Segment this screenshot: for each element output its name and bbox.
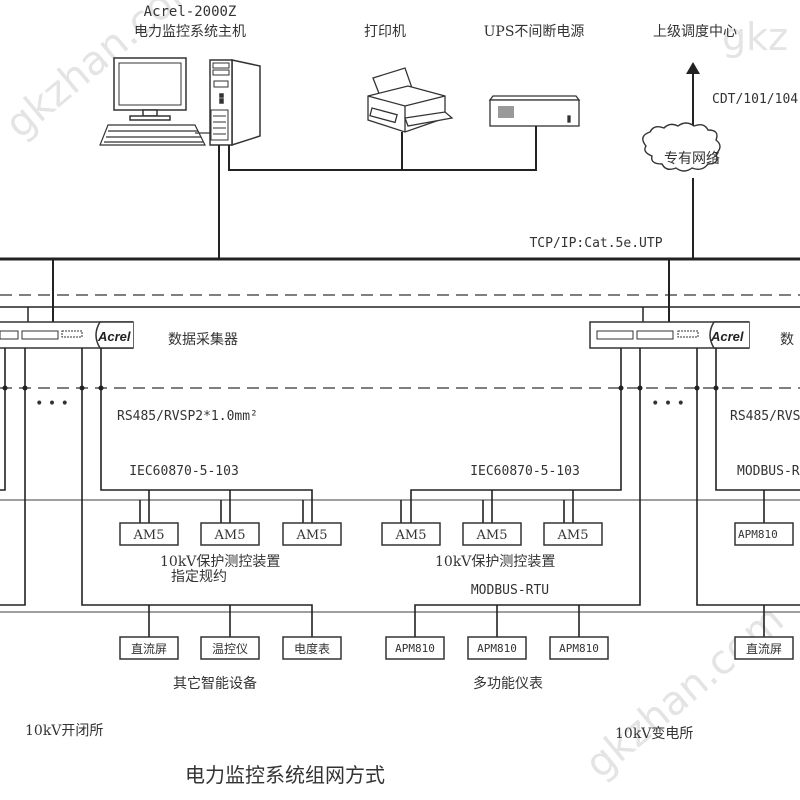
printer-icon [367,67,454,133]
site1-wiring [0,348,313,637]
site3-protocol: MODBUS-R [737,464,800,479]
device-label: 温控仪 [212,642,248,656]
site1-protection-protocol: IEC60870-5-103 [129,464,239,479]
ups-icon [488,95,581,127]
computer-tower-icon [209,59,261,147]
site2-protection-caption: 10kV保护测控装置 [435,554,555,570]
site2-meters-caption: 多功能仪表 [473,675,543,692]
site2-meters-protocol: MODBUS-RTU [471,583,549,598]
site1-other-caption: 其它智能设备 [173,675,257,692]
device-box[interactable] [549,636,609,660]
data-collector-left: Acrel [0,259,134,349]
device-label: AM5 [214,528,246,543]
device-label: AM5 [476,528,508,543]
site1-protection-caption2: 指定规约 [171,569,227,585]
device-box[interactable] [119,636,179,660]
collector-brand-right: Acrel [710,329,744,344]
dispatch-protocol: CDT/101/104 [712,92,798,107]
site2-protection-protocol: IEC60870-5-103 [470,464,580,479]
bus-label-left: RS485/RVSP2*1.0mm² [117,409,258,424]
device-label: 直流屏 [131,642,167,656]
dispatch-label: 上级调度中心 [653,24,737,40]
host-label: 电力监控系统主机 [134,24,246,40]
watermark-bottom: gkzhan.com [577,596,793,787]
device-label: AM5 [296,528,328,543]
data-collector-right: Acrel [589,259,750,349]
device-label: AM5 [133,528,165,543]
collector-brand-left: Acrel [97,329,131,344]
site3-device-top-label: APM810 [738,528,778,541]
device-box[interactable] [200,636,260,660]
site2-meter-row: APM810 APM810 APM810 [385,636,609,660]
device-box[interactable] [282,636,342,660]
device-box[interactable] [462,522,522,546]
site1-other-row: 直流屏 温控仪 电度表 [119,636,342,660]
device-box[interactable] [282,522,342,546]
site1-name: 10kV开闭所 [25,723,103,739]
site2-wiring [400,348,641,637]
device-label: APM810 [477,642,517,655]
bus-label-right: RS485/RVS [730,409,800,424]
ups-label: UPS不间断电源 [484,24,585,40]
device-box[interactable] [381,522,441,546]
device-box[interactable] [200,522,260,546]
device-box[interactable] [467,636,527,660]
collector-label-right-partial: 数 [780,332,794,348]
printer-label: 打印机 [364,23,406,40]
site1-am5-row: AM5 AM5 AM5 [119,522,342,546]
site2-am5-row: AM5 AM5 AM5 [381,522,603,546]
device-label: AM5 [395,528,427,543]
ellipsis-right: • • • [651,396,685,412]
keyboard-icon [99,124,210,146]
device-box[interactable] [119,522,179,546]
device-box[interactable] [543,522,603,546]
site3-device-top[interactable] [734,522,794,546]
watermark-top-right: gkz [722,15,788,59]
host-links [218,126,537,258]
device-label: APM810 [395,642,435,655]
ellipsis-left: • • • [35,396,69,412]
device-label: 电度表 [294,641,330,656]
collector-label-left: 数据采集器 [168,331,238,348]
network-label: TCP/IP:Cat.5e.UTP [529,236,662,251]
device-label: APM810 [559,642,599,655]
site3-device-bottom-label: 直流屏 [746,642,782,656]
diagram-title: 电力监控系统组网方式 [185,763,385,787]
device-box[interactable] [385,636,445,660]
monitor-icon [113,57,187,121]
arrow-up-icon [686,62,700,74]
cloud-icon [642,122,721,172]
device-label: AM5 [557,528,589,543]
site3-device-bottom[interactable] [734,636,794,660]
site2-name: 10kV变电所 [615,726,693,742]
site3-wiring [696,348,800,637]
site1-protection-caption: 10kV保护测控装置 [160,554,280,570]
junction-marks [2,385,719,391]
cloud-label: 专有网络 [664,151,720,167]
host-model: Acrel-2000Z [144,4,237,20]
